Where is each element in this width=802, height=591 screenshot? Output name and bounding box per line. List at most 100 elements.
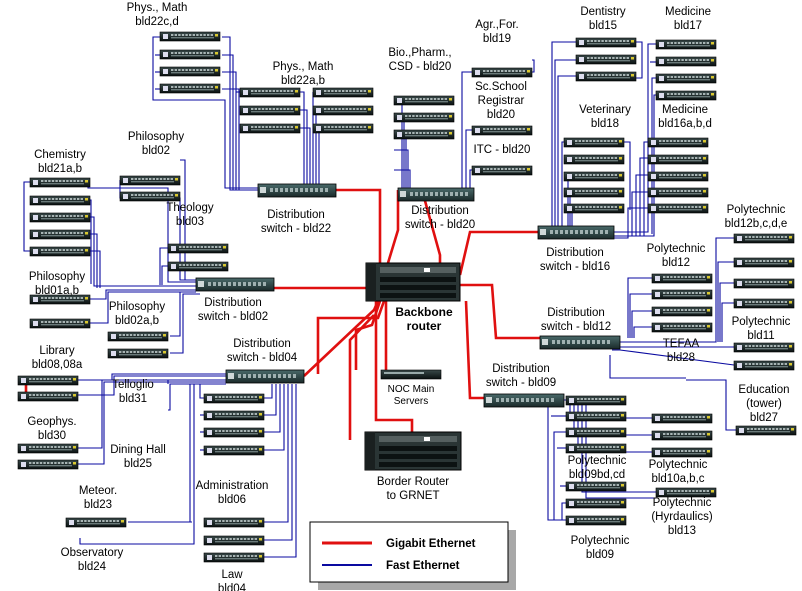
access-switch <box>563 137 625 148</box>
gigabit-ethernet-link <box>374 301 414 432</box>
fast-ethernet-link <box>643 141 648 236</box>
building-label-1: Medicine <box>665 6 711 18</box>
switch-label-1: Distribution <box>204 297 262 309</box>
access-switch <box>159 83 221 94</box>
fast-ethernet-link <box>633 326 652 338</box>
gigabit-ethernet-link <box>460 283 540 340</box>
access-switch <box>17 375 79 386</box>
access-switch <box>647 171 709 182</box>
building-label-2: bld30 <box>38 430 66 442</box>
access-switch <box>733 298 795 309</box>
building-label-1: TEFAA <box>663 338 700 350</box>
fast-ethernet-link <box>561 502 566 520</box>
fast-ethernet-link <box>78 381 226 465</box>
fast-ethernet-link <box>627 277 652 338</box>
fast-ethernet-link <box>168 383 226 411</box>
building-label-1: Philosophy <box>29 271 86 283</box>
fast-ethernet-link <box>620 237 734 343</box>
distribution-switch <box>225 369 305 384</box>
building-label-1: Observatory <box>61 547 124 559</box>
fast-ethernet-link <box>717 261 734 342</box>
fast-ethernet-link <box>300 91 305 187</box>
switch-label-2: switch - bld09 <box>486 377 556 389</box>
gigabit-ethernet-link <box>348 314 375 440</box>
building-label-1: Sc.School <box>475 81 527 93</box>
access-switch <box>655 39 717 50</box>
building-label-2: bld11 <box>747 330 774 342</box>
access-switch <box>565 498 627 509</box>
building-label-2: bld16a,b,d <box>658 118 712 130</box>
building-label-1: ITC - bld20 <box>474 144 531 156</box>
access-switch <box>119 191 181 202</box>
building-label-1: Chemistry <box>34 149 86 161</box>
access-switch <box>651 430 713 441</box>
fast-ethernet-link <box>86 291 196 324</box>
switch-label-2: switch - bld16 <box>540 261 610 273</box>
fast-ethernet-link <box>624 141 631 210</box>
access-switch <box>575 54 637 65</box>
devices <box>17 31 797 563</box>
building-label-1: Meteor. <box>79 485 117 497</box>
fast-ethernet-link <box>264 384 297 558</box>
building-label-3: bld20 <box>487 109 515 121</box>
fast-ethernet-link <box>631 191 648 236</box>
access-switch <box>647 154 709 165</box>
gigabit-ethernet-link <box>336 188 382 263</box>
fast-ethernet-link <box>629 293 652 338</box>
access-switch <box>167 261 229 272</box>
access-switch <box>29 212 91 223</box>
building-label-1: Administration <box>196 480 269 492</box>
border-router: Border Router to GRNET <box>364 431 462 502</box>
building-label-1: Polytechnic <box>727 204 786 216</box>
fast-ethernet-link <box>635 174 648 236</box>
fast-ethernet-link <box>222 36 258 191</box>
building-label-2: bld12 <box>662 257 690 269</box>
building-label-1: Veterinary <box>579 104 631 116</box>
noc-servers: NOC Main Servers <box>380 369 442 407</box>
noc-label-2: Servers <box>394 396 428 407</box>
gigabit-ethernet-link <box>458 230 538 276</box>
access-switch <box>167 243 229 254</box>
fast-ethernet-link <box>264 384 273 399</box>
access-switch <box>159 31 221 42</box>
access-switch <box>393 129 455 140</box>
gigabit-ethernet-link <box>420 189 442 263</box>
access-switch <box>29 318 91 329</box>
fast-ethernet-link <box>264 384 293 541</box>
switch-label-1: Distribution <box>546 247 604 259</box>
fast-ethernet-link <box>564 174 569 228</box>
access-switch <box>655 90 717 101</box>
building-label-2: Registrar <box>478 95 525 107</box>
building-label-1: Polytechnic <box>647 243 706 255</box>
access-switch <box>29 246 91 257</box>
building-label-2: bld25 <box>124 458 152 470</box>
building-label-1: Phys., Math <box>127 2 188 14</box>
access-switch <box>647 203 709 214</box>
access-switch <box>159 49 221 60</box>
building-label-2: bld15 <box>589 20 617 32</box>
fast-ethernet-link <box>161 265 168 285</box>
fast-ethernet-links <box>23 36 736 558</box>
fast-ethernet-link <box>394 169 411 190</box>
fast-ethernet-link <box>614 207 648 239</box>
fast-ethernet-link <box>159 247 168 285</box>
fast-ethernet-link <box>721 302 734 342</box>
switch-label-2: switch - bld04 <box>227 352 298 364</box>
fast-ethernet-link <box>78 375 226 396</box>
access-switch <box>17 443 79 454</box>
fast-ethernet-link <box>553 431 566 520</box>
legend-gigabit-label: Gigabit Ethernet <box>386 538 476 550</box>
access-switch <box>733 342 795 353</box>
fast-ethernet-link <box>465 129 472 190</box>
building-label-2: bld23 <box>84 499 112 511</box>
fast-ethernet-link <box>461 71 472 190</box>
switch-label-2: switch - bld22 <box>261 223 331 235</box>
noc-label-1: NOC Main <box>388 384 435 395</box>
building-label-1: Education <box>738 384 789 396</box>
fast-ethernet-link <box>609 355 686 379</box>
building-label-2: bld04 <box>218 583 247 591</box>
building-label-1: Telloglio <box>112 379 154 391</box>
gigabit-ethernet-links <box>20 188 540 440</box>
building-label-2: (tower) <box>746 398 782 410</box>
access-switch <box>17 459 79 470</box>
